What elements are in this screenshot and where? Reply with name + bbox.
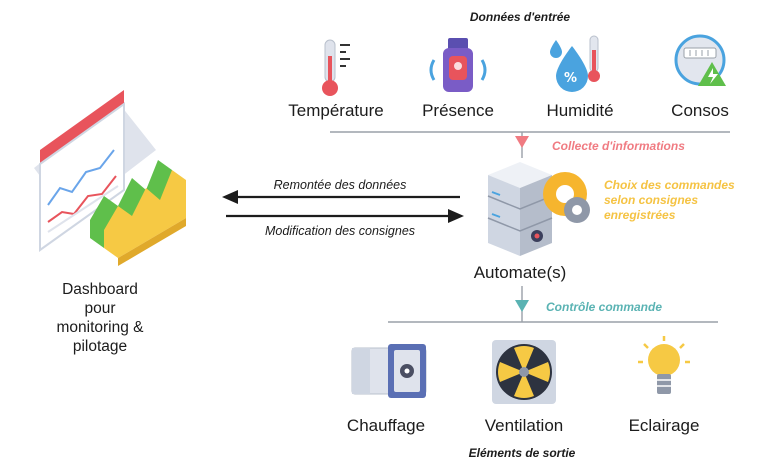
dashboard-label-line-2: pour xyxy=(84,300,116,317)
fan-icon xyxy=(492,340,556,404)
sensor-label-consos: Consos xyxy=(671,101,729,120)
automate-icon xyxy=(487,162,590,256)
choice-label-line-1: Choix des commandes xyxy=(604,178,735,192)
energy-meter-icon xyxy=(674,34,726,86)
thermometer-icon xyxy=(322,39,350,96)
flow-arrow-up xyxy=(222,190,460,204)
output-label-chauffage: Chauffage xyxy=(346,416,426,435)
svg-text:%: % xyxy=(564,71,577,86)
dashboard-icon xyxy=(34,90,186,266)
choice-label-line-2: selon consignes xyxy=(604,193,699,207)
input-title: Données d'entrée xyxy=(469,10,571,24)
dashboard-label-line-4: pilotage xyxy=(72,338,128,355)
choice-label: Choix des commandes selon consignes enre… xyxy=(604,178,735,223)
collect-label: Collecte d'informations xyxy=(552,139,685,153)
sensor-label-humidity: Humidité xyxy=(546,101,614,120)
output-label-eclairage: Eclairage xyxy=(628,416,700,435)
choice-label-line-3: enregistrées xyxy=(604,208,676,222)
control-label: Contrôle commande xyxy=(546,300,663,314)
dashboard-label-line-1: Dashboard xyxy=(62,281,138,298)
automate-label: Automate(s) xyxy=(473,263,567,282)
heater-icon xyxy=(351,344,427,398)
sensor-label-presence: Présence xyxy=(422,101,494,120)
flow-arrow-down xyxy=(226,209,464,223)
humidity-icon: % xyxy=(550,35,600,92)
flow-label-up: Remontée des données xyxy=(273,178,407,192)
lightbulb-icon xyxy=(638,336,690,394)
output-label-ventilation: Ventilation xyxy=(484,416,564,435)
sensor-label-temperature: Température xyxy=(288,101,384,120)
dashboard-label: Dashboard pour monitoring & pilotage xyxy=(56,280,143,356)
dashboard-label-line-3: monitoring & xyxy=(56,319,144,336)
output-title: Eléments de sortie xyxy=(468,446,576,460)
output-bus xyxy=(388,286,718,323)
input-bus xyxy=(330,131,730,158)
flow-label-down: Modification des consignes xyxy=(264,224,416,238)
presence-sensor-icon xyxy=(429,38,487,92)
